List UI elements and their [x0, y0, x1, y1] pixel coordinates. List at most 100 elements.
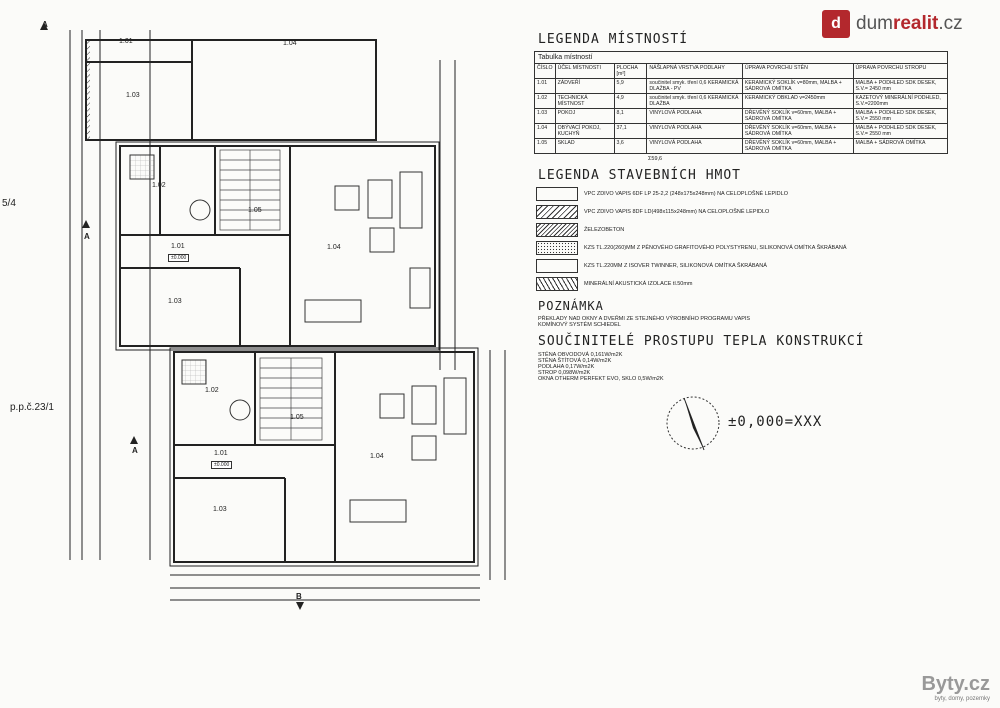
col-header: ÚČEL MÍSTNOSTI: [554, 63, 615, 79]
section-mark: B: [296, 592, 302, 601]
cell: 4,9: [613, 93, 648, 109]
floor-plan-drawing: [40, 22, 506, 610]
cell: 1.04: [534, 123, 556, 139]
floor-plan: 1.01 1.03 1.04 1.02 1.05 1.01 ±0.000 1.0…: [2, 20, 506, 610]
cell: KERAMICKÝ SOKLÍK v=80mm, MALBA + SÁDROVÁ…: [741, 78, 854, 94]
furniture-unit2: [129, 154, 431, 323]
material-item: KZS TL.220(260)MM Z PĚNOVÉHO GRAFITOVÉHO…: [536, 241, 948, 255]
material-swatch-hatch-dense: [536, 223, 578, 237]
elevation-datum: ±0,000=XXX: [728, 414, 823, 430]
table-row: 1.03 POKOJ 8,1 VINYLOVÁ PODLAHA DŘEVĚNÝ …: [534, 108, 949, 124]
heat-title: SOUČINITELÉ PROSTUPU TEPLA KONSTRUKCÍ: [538, 334, 865, 349]
table-row: 1.02 TECHNICKÁ MÍSTNOST 4,9 součinitel s…: [534, 93, 949, 109]
cell: SKLAD: [554, 138, 615, 154]
brand-part: realit: [892, 13, 939, 34]
north-block: ±0,000=XXX: [528, 388, 948, 458]
col-header: ČÍSLO: [534, 63, 556, 79]
stairs-unit3: [259, 357, 323, 441]
rooms-legend-title: LEGENDA MÍSTNOSTÍ: [538, 32, 689, 47]
note-title: POZNÁMKA: [538, 299, 604, 313]
cell: MALBA + PODHLED SDK DESEK, S.V.= 2550 mm: [852, 108, 949, 124]
table-header-row: ČÍSLO ÚČEL MÍSTNOSTI PLOCHA [m²] NÁŠLAPN…: [534, 63, 949, 79]
level-mark: ±0.000: [211, 461, 233, 469]
room-number: 1.01: [119, 38, 133, 45]
north-arrow-icon: [666, 396, 720, 451]
cell: 1.03: [534, 108, 556, 124]
room-number: 1.04: [327, 244, 341, 251]
section-markers: [40, 22, 304, 610]
material-swatch-hatch: [536, 205, 578, 219]
heat-line: PODLAHA 0,17W/m2K: [538, 364, 595, 370]
cell: OBÝVACÍ POKOJ, KUCHYŇ: [554, 123, 615, 139]
room-number: 1.05: [248, 207, 262, 214]
cell: 3,6: [613, 138, 648, 154]
section-mark: A: [84, 232, 90, 241]
material-item: KZS TL.220MM Z ISOVER TWINNER, SILIKONOV…: [536, 259, 948, 273]
brand-part: dum: [856, 13, 893, 34]
heat-line: STĚNA ŠTÍTOVÁ 0,14W/m2K: [538, 358, 612, 364]
cell: 8,1: [613, 108, 648, 124]
room-number: 1.03: [126, 92, 140, 99]
room-number: 1.01: [171, 243, 185, 250]
section-mark: A: [132, 446, 138, 455]
dumrealit-logo: d dumrealit.cz: [822, 10, 963, 38]
stairs-unit2: [219, 149, 281, 231]
material-swatch-dots: [536, 241, 578, 255]
material-item: MINERÁLNÍ AKUSTICKÁ IZOLACE tl.50mm: [536, 277, 948, 291]
heat-line: STĚNA OBVODOVÁ 0,161W/m2K: [538, 352, 623, 358]
wall-hatch-unit1: [86, 40, 90, 140]
cell: 1.05: [534, 138, 556, 154]
material-swatch-zigzag: [536, 277, 578, 291]
material-text: MINERÁLNÍ AKUSTICKÁ IZOLACE tl.50mm: [584, 281, 693, 287]
cell: VINYLOVÁ PODLAHA: [646, 138, 743, 154]
cell: součinitel smyk. tření 0,6 KERAMICKÁ DLA…: [646, 93, 743, 109]
material-text: VPC ZDIVO VAPIS 6DF LP 25-2,2 (248x175x2…: [584, 191, 788, 197]
cell: VINYLOVÁ PODLAHA: [646, 108, 743, 124]
cell: ZÁDVEŘÍ: [554, 78, 615, 94]
material-item: ŽELEZOBETON: [536, 223, 948, 237]
cell: POKOJ: [554, 108, 615, 124]
rooms-table: Tabulka místností ČÍSLO ÚČEL MÍSTNOSTI P…: [534, 51, 949, 154]
material-swatch-plain: [536, 259, 578, 273]
watermark-name: Byty.cz: [921, 673, 990, 695]
section-mark: A: [42, 20, 48, 29]
material-text: KZS TL.220MM Z ISOVER TWINNER, SILIKONOV…: [584, 263, 767, 269]
cell: DŘEVĚNÝ SOKLÍK v=60mm, MALBA + SÁDROVÁ O…: [741, 138, 854, 154]
room-number: 1.03: [168, 298, 182, 305]
cell: 1.02: [534, 93, 556, 109]
room-number: 1.04: [370, 453, 384, 460]
material-text: VPC ZDIVO VAPIS 8DF LD(498x115x248mm) NA…: [584, 209, 770, 215]
heat-line: OKNA OTHERM PERFEKT EVO, SKLO 0,5W/m2K: [538, 376, 664, 382]
room-number: 1.02: [152, 182, 166, 189]
cell: 37,1: [613, 123, 648, 139]
house-icon: d: [822, 10, 850, 38]
cell: DŘEVĚNÝ SOKLÍK v=60mm, MALBA + SÁDROVÁ O…: [741, 123, 854, 139]
col-header: NÁŠLAPNÁ VRSTVA PODLAHY: [646, 63, 743, 79]
cell: VINYLOVÁ PODLAHA: [646, 123, 743, 139]
cell: 5,9: [613, 78, 648, 94]
cell: DŘEVĚNÝ SOKLÍK v=60mm, MALBA + SÁDROVÁ O…: [741, 108, 854, 124]
watermark-sub: byty, domy, pozemky: [934, 696, 990, 702]
material-text: KZS TL.220(260)MM Z PĚNOVÉHO GRAFITOVÉHO…: [584, 245, 847, 251]
table-caption: Tabulka místností: [534, 51, 948, 63]
materials-legend-title: LEGENDA STAVEBNÍCH HMOT: [538, 168, 742, 183]
area-total: Σ59,6: [648, 156, 663, 162]
byty-watermark: Byty.cz byty, domy, pozemky: [921, 673, 990, 702]
note-line: KOMÍNOVÝ SYSTÉM SCHIEDEL: [538, 322, 621, 328]
room-number: 1.03: [213, 506, 227, 513]
cell: KAZETOVÝ MINERÁLNÍ PODHLED, S.V.=2200mm: [852, 93, 949, 109]
material-swatch-plain: [536, 187, 578, 201]
level-mark: ±0.000: [168, 254, 190, 262]
table-row: 1.04 OBÝVACÍ POKOJ, KUCHYŇ 37,1 VINYLOVÁ…: [534, 123, 949, 139]
cell: TECHNICKÁ MÍSTNOST: [554, 93, 615, 109]
heat-line: STROP 0,098W/m2K: [538, 370, 591, 376]
material-item: VPC ZDIVO VAPIS 6DF LP 25-2,2 (248x175x2…: [536, 187, 948, 201]
brand-name: dumrealit.cz: [856, 13, 963, 35]
legend-panel: LEGENDA MÍSTNOSTÍ Tabulka místností ČÍSL…: [528, 26, 949, 458]
col-header: PLOCHA [m²]: [613, 63, 648, 79]
room-number: 1.04: [283, 40, 297, 47]
cell: KERAMICKÝ OBKLAD v=2450mm: [741, 93, 854, 109]
cell: MALBA + SÁDROVÁ OMÍTKA: [852, 138, 949, 154]
col-header: ÚPRAVA POVRCHU STĚN: [741, 63, 854, 79]
note-line: PŘEKLADY NAD OKNY A DVEŘMI ZE STEJNÉHO V…: [538, 316, 751, 322]
